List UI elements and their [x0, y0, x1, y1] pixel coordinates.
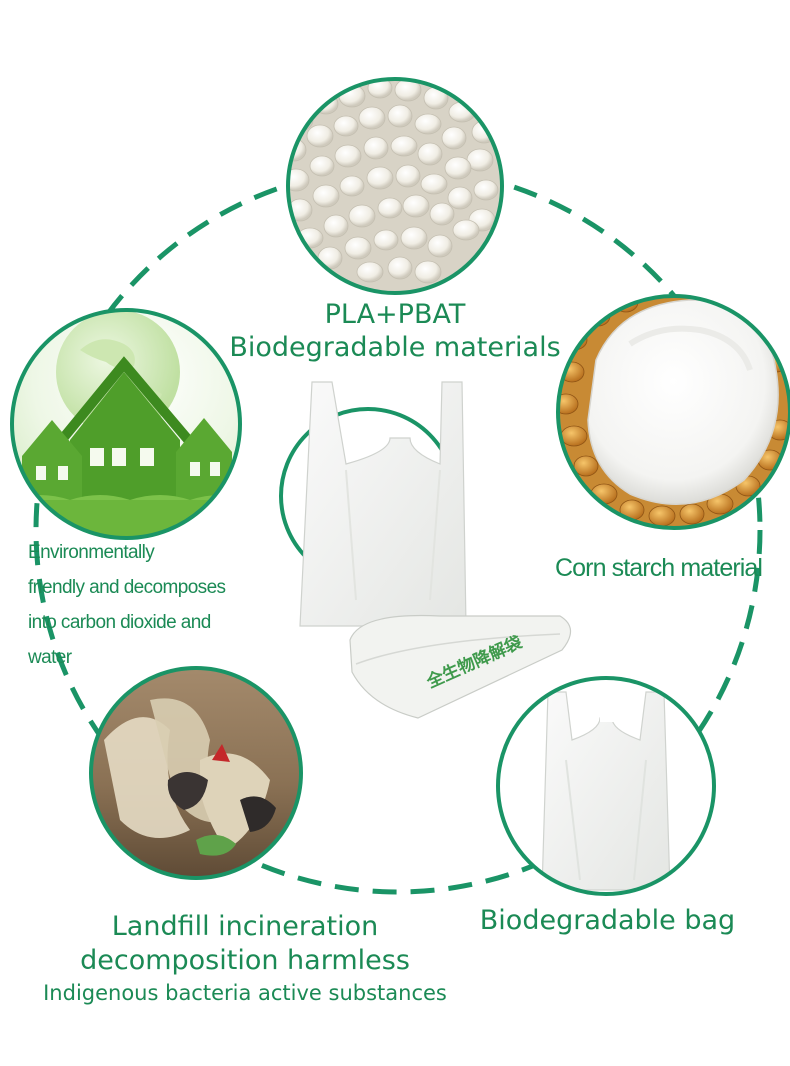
pla-label-line2: Biodegradable materials — [229, 332, 561, 363]
landfill-label-line1: Landfill incineration — [111, 911, 379, 942]
environment-label-line2: friendly and decomposes — [28, 577, 226, 598]
biodegradable-bag-image — [496, 676, 716, 896]
corn-starch-label: Corn starch material — [555, 554, 763, 582]
pla-label-line1: PLA+PBAT — [324, 299, 466, 330]
environment-label-line1: Environmentally — [28, 542, 155, 563]
house-icon — [70, 372, 180, 500]
environment-label-line3: into carbon dioxide and — [28, 612, 211, 633]
environment-label-line4: water — [28, 647, 72, 668]
landfill-label: Landfill incineration decomposition harm… — [0, 910, 490, 1008]
environment-label: Environmentally friendly and decomposes … — [28, 535, 278, 675]
lifecycle-ring — [33, 165, 763, 895]
pla-label: PLA+PBAT Biodegradable materials — [190, 298, 600, 364]
pla-pellets-image — [286, 77, 504, 295]
center-product-bags: 全生物降解袋 — [299, 381, 572, 719]
landfill-image — [89, 666, 303, 880]
eco-houses-image — [10, 308, 242, 540]
biodegradable-bag-label: Biodegradable bag — [479, 905, 736, 936]
landfill-label-line2: decomposition harmless — [80, 945, 410, 976]
corn-starch-image — [556, 294, 790, 530]
landfill-label-line3: Indigenous bacteria active substances — [43, 981, 447, 1005]
